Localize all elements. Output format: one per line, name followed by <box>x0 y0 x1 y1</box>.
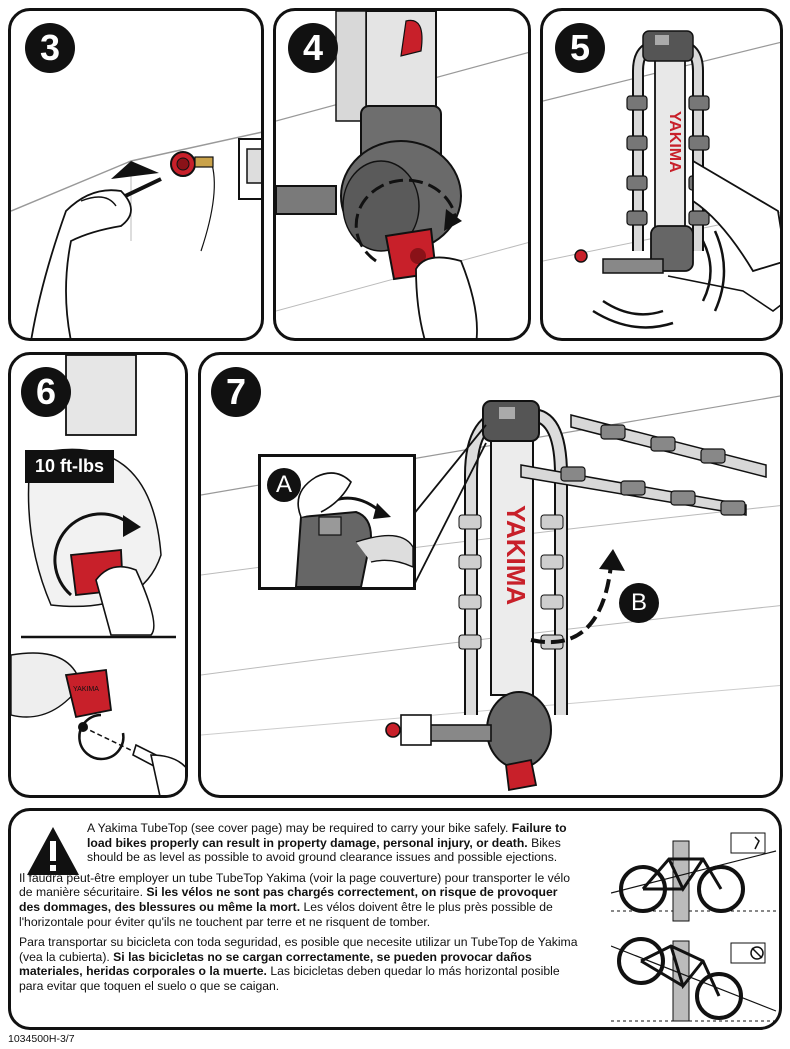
warning-en-rest: Bikes should be as level as possible to … <box>87 835 561 865</box>
warning-triangle-icon <box>27 827 79 875</box>
yakima-logo: YAKIMA <box>501 505 531 605</box>
step-3-panel: 3 <box>8 8 264 341</box>
step-number-badge: 3 <box>25 23 75 73</box>
step-4-panel: 4 <box>273 8 531 341</box>
warning-es-rest: Las bicicletas deben quedar lo más horiz… <box>19 964 560 993</box>
warning-es-bold: Si las bicicletas no se cargan correctam… <box>19 949 532 979</box>
warning-es-intro: Para transportar su bicicleta con toda s… <box>19 935 578 964</box>
warning-english: A Yakima TubeTop (see cover page) may be… <box>87 821 577 865</box>
warning-fr-rest: Les vélos doivent être le plus près poss… <box>19 899 553 929</box>
step-7-illustration: YAKIMA <box>201 395 780 792</box>
warning-box: A Yakima TubeTop (see cover page) may be… <box>8 808 782 1030</box>
callout-a-label: A <box>267 468 301 502</box>
step-5-illustration: YAKIMA <box>543 30 780 329</box>
warning-spanish: Para transportar su bicicleta con toda s… <box>19 935 579 993</box>
callout-a-box <box>258 454 416 590</box>
step-6-illustration: YAKIMA <box>11 355 185 795</box>
warning-en-bold: Failure to load bikes properly can resul… <box>87 821 567 850</box>
warning-text: A Yakima TubeTop (see cover page) may be… <box>19 821 577 1000</box>
document-code: 1034500H-3/7 <box>8 1033 75 1045</box>
yakima-logo: YAKIMA <box>666 111 683 173</box>
warning-fr-intro: Il faudra peut-être employer un tube Tub… <box>19 870 570 900</box>
callout-b-label: B <box>619 583 659 623</box>
step-number-badge: 4 <box>288 23 338 73</box>
step-number-badge: 7 <box>211 367 261 417</box>
step-7-panel: 7 YAKIMA <box>198 352 783 798</box>
callout-a-illustration <box>294 472 413 587</box>
yakima-logo: YAKIMA <box>73 686 99 693</box>
warning-french: Il faudra peut-être employer un tube Tub… <box>19 871 579 929</box>
step-4-illustration <box>276 11 528 338</box>
step-5-panel: 5 YAKIMA <box>540 8 783 341</box>
warning-fr-bold: Si les vélos ne sont pas chargés correct… <box>19 885 558 914</box>
bike-level-diagram <box>611 832 777 1022</box>
step-3-illustration <box>11 131 261 338</box>
torque-label: 10 ft-lbs <box>25 450 115 483</box>
warning-en-intro: A Yakima TubeTop (see cover page) may be… <box>87 821 509 835</box>
step-6-panel: 6 10 ft-lbs YAKIMA <box>8 352 188 798</box>
step-number-badge: 5 <box>555 23 605 73</box>
step-number-badge: 6 <box>21 367 71 417</box>
